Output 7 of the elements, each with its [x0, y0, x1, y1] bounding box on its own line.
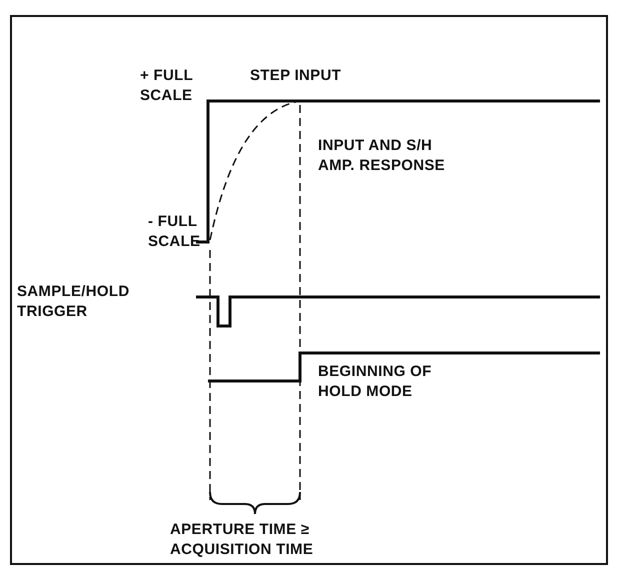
signal-label: SAMPLE/HOLD TRIGGER — [17, 282, 130, 322]
signal-label: STEP INPUT — [250, 66, 342, 86]
level-label: + FULL SCALE — [140, 66, 194, 106]
signal-label: INPUT AND S/H AMP. RESPONSE — [318, 136, 446, 176]
time-label: APERTURE TIME ≥ ACQUISITION TIME — [170, 520, 314, 560]
signal-label: BEGINNING OF HOLD MODE — [318, 362, 433, 402]
level-label: - FULL SCALE — [148, 212, 202, 252]
